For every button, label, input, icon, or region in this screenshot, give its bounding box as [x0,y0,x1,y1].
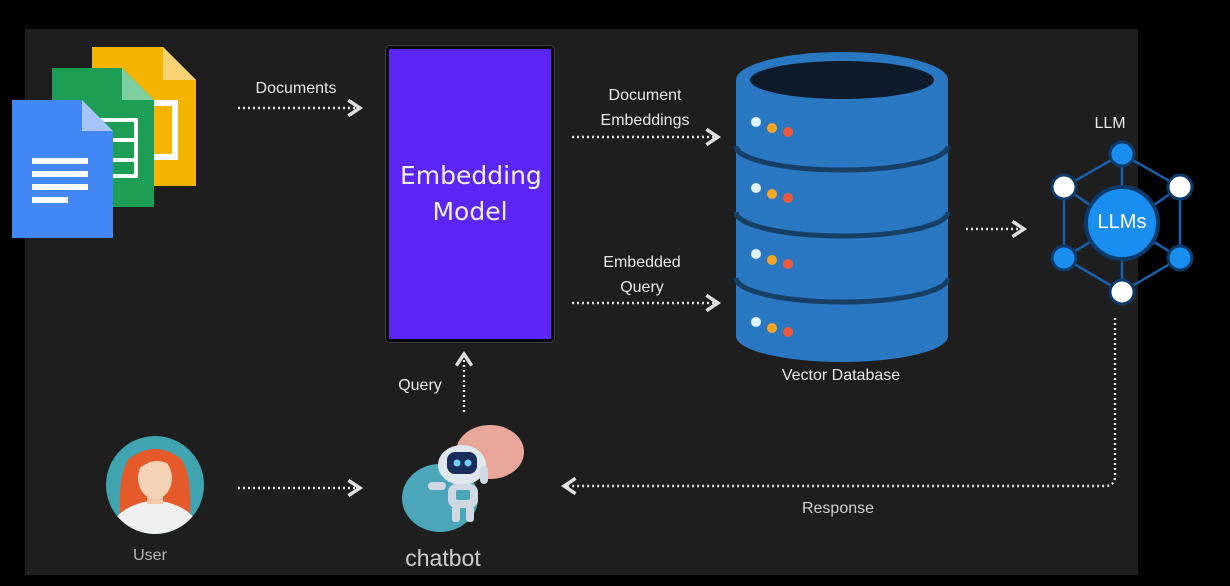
llm-label: LLM [1094,115,1126,132]
user-avatar-icon [106,436,204,534]
database-icon [733,52,951,362]
diagram-panel [25,29,1138,575]
embedded-query-label: Embedded Query [603,254,681,296]
vector-database-label: Vector Database [781,367,901,384]
arrow-llm-to-chatbot-response [560,318,1117,496]
robot-icon [402,425,524,532]
document-embeddings-label: Document Embeddings [600,87,690,129]
chatbot-label: chatbot [405,545,481,571]
llms-label: LLMs [1097,211,1147,233]
llm-network-icon [1050,140,1194,306]
query-label: Query [398,377,442,394]
embedding-model-box: Embedding Model [386,46,554,342]
documents-label: Documents [255,80,337,97]
embedding-model-label: Embedding Model [400,161,542,226]
response-label: Response [801,500,875,517]
user-label: User [133,547,167,564]
google-docs-icon [12,100,113,238]
